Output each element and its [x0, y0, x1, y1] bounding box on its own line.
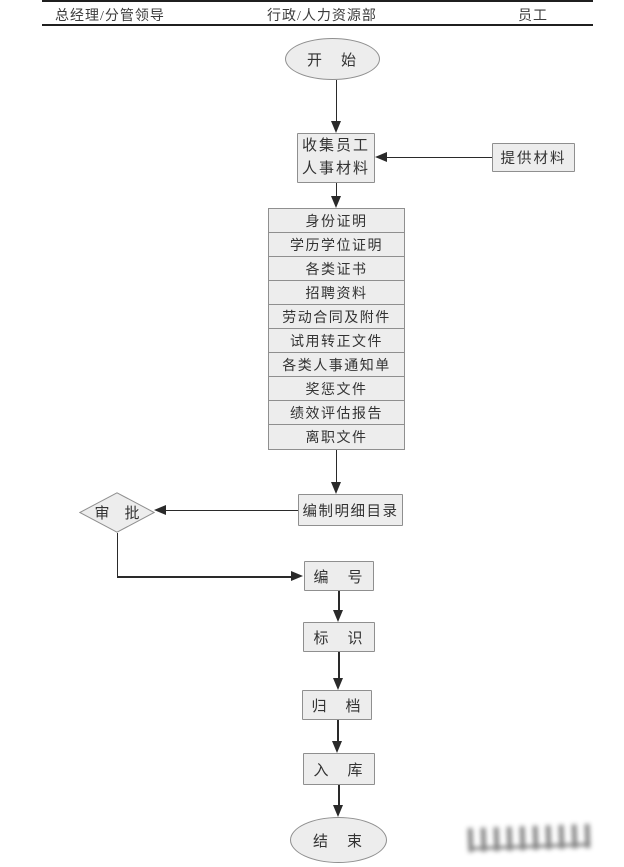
material-item-probation: 试用转正文件	[269, 329, 404, 353]
start-label: 开 始	[306, 52, 358, 69]
arrowhead-numbering-to-labeling	[333, 610, 343, 622]
connector-list-to-catalog	[335, 450, 337, 483]
connector-labeling-to-filing	[338, 652, 340, 679]
connector-filing-to-storage	[337, 720, 339, 742]
start-terminator: 开 始	[285, 38, 380, 80]
arrowhead-catalog-to-approval	[154, 504, 166, 515]
arrowhead-filing-to-storage	[332, 741, 342, 753]
provide-materials-box: 提供材料	[492, 143, 575, 172]
storage-label: 入 库	[313, 762, 365, 779]
materials-list: 身份证明 学历学位证明 各类证书 招聘资料 劳动合同及附件 试用转正文件 各类人…	[268, 208, 405, 450]
arrowhead-provide-to-collect	[375, 151, 387, 162]
connector-approval-to-numbering	[116, 576, 292, 578]
connector-collect-to-list	[335, 183, 337, 197]
watermark-smudge	[467, 823, 593, 853]
material-item-hr-notices: 各类人事通知单	[269, 353, 404, 377]
arrowhead-list-to-catalog	[330, 482, 341, 494]
compile-catalog-box: 编制明细目录	[298, 494, 403, 526]
material-item-reward-punishment: 奖惩文件	[269, 377, 404, 401]
arrowhead-start-to-collect	[330, 121, 341, 133]
connector-catalog-to-approval	[166, 509, 298, 511]
connector-storage-to-end	[338, 785, 340, 806]
numbering-box: 编 号	[304, 561, 374, 591]
material-item-labor-contract: 劳动合同及附件	[269, 305, 404, 329]
top-rule	[42, 0, 593, 2]
numbering-label: 编 号	[313, 569, 365, 586]
end-label: 结 束	[312, 833, 364, 850]
arrowhead-labeling-to-filing	[333, 678, 343, 690]
connector-start-to-collect	[335, 80, 337, 123]
arrowhead-approval-to-numbering	[291, 570, 303, 581]
filing-label: 归 档	[311, 698, 363, 715]
approval-label: 审 批	[94, 506, 140, 522]
material-item-performance: 绩效评估报告	[269, 401, 404, 425]
provide-materials-label: 提供材料	[500, 151, 567, 167]
collect-materials-box: 收集员工 人事材料	[297, 133, 375, 183]
material-item-education: 学历学位证明	[269, 233, 404, 257]
arrowhead-collect-to-list	[330, 196, 341, 208]
material-item-identity: 身份证明	[269, 209, 404, 233]
header-column-hr-department: 行政/人力资源部	[267, 9, 377, 24]
material-item-certificates: 各类证书	[269, 257, 404, 281]
collect-line1: 收集员工	[301, 137, 370, 154]
collect-line2: 人事材料	[301, 161, 370, 177]
connector-approval-down	[116, 533, 118, 577]
compile-catalog-label: 编制明细目录	[302, 503, 399, 520]
header-column-general-manager: 总经理/分管领导	[55, 9, 165, 24]
storage-box: 入 库	[303, 753, 375, 785]
material-item-recruitment: 招聘资料	[269, 281, 404, 305]
filing-box: 归 档	[302, 690, 372, 720]
labeling-box: 标 识	[303, 622, 375, 652]
arrowhead-storage-to-end	[333, 805, 343, 817]
labeling-label: 标 识	[313, 630, 365, 647]
approval-decision-diamond: 审 批	[79, 492, 155, 533]
connector-provide-to-collect	[386, 156, 492, 158]
material-item-resignation: 离职文件	[305, 431, 368, 446]
end-terminator: 结 束	[290, 817, 387, 863]
header-rule	[42, 24, 593, 26]
connector-numbering-to-labeling	[338, 591, 340, 611]
header-column-employee: 员工	[518, 9, 548, 24]
diamond-shape	[79, 492, 155, 533]
